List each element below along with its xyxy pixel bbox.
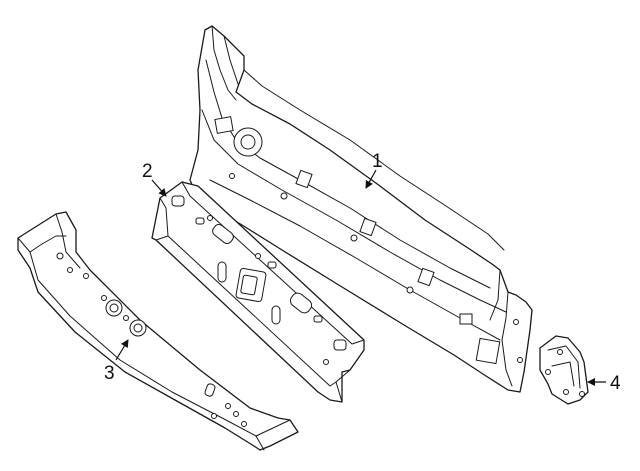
callout-2-label: 2: [142, 161, 153, 182]
callout-1-label: 1: [372, 151, 383, 172]
callout-3-label: 3: [104, 363, 115, 384]
mounting-bracket[interactable]: [539, 335, 589, 405]
lower-crossmember[interactable]: [17, 211, 299, 451]
callout-4-label: 4: [610, 373, 621, 394]
callout-1-leader: [365, 169, 377, 189]
callout-2-leader: [151, 179, 167, 197]
upper-crossmember[interactable]: [151, 181, 365, 403]
callout-3-leader: [115, 339, 129, 361]
rear-body-panel[interactable]: [189, 25, 533, 393]
